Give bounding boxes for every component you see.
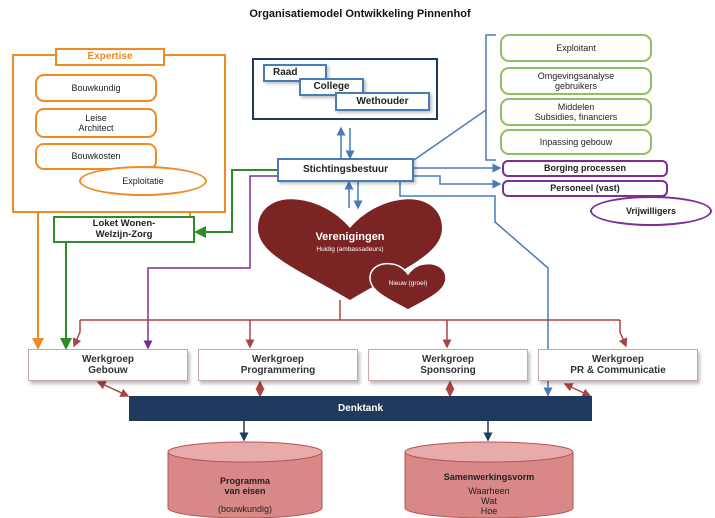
werkgroep-pr-line1: Werkgroep xyxy=(591,353,645,365)
page-title: Organisatiemodel Ontwikkeling Pinnenhof xyxy=(249,8,471,20)
college-box: College xyxy=(299,78,364,96)
werkgroep-pr-line2: PR & Communicatie xyxy=(570,365,666,376)
expertise-item-architect: Leise Architect xyxy=(35,108,157,138)
werkgroep-gebouw: Werkgroep Gebouw xyxy=(28,349,188,381)
stichtingsbestuur-box: Stichtingsbestuur xyxy=(277,158,414,182)
cylinder-samenwerkingsvorm xyxy=(404,441,574,518)
verenigingen-heart xyxy=(258,199,442,300)
cylinder-samenwerkingsvorm-text: Samenwerkingsvorm Waarheen Wat Hoe xyxy=(405,472,573,516)
raad-box: Raad xyxy=(263,64,327,82)
exploitant-box: Exploitant xyxy=(500,34,652,62)
verenigingen-new-label: Nieuw (groei) xyxy=(388,280,428,287)
programma-line3: (bouwkundig) xyxy=(217,504,273,514)
wethouder-box: Wethouder xyxy=(335,92,430,111)
denktank-bar: Denktank xyxy=(129,396,592,421)
werkgroep-gebouw-line1: Werkgroep xyxy=(81,353,135,365)
werkgroep-sponsoring: Werkgroep Sponsoring xyxy=(368,349,528,381)
programma-line1: Programma xyxy=(219,476,271,486)
loket-wonen-welzijn-zorg: Loket Wonen- Welzijn-Zorg xyxy=(53,216,195,243)
vrijwilligers-box: Vrijwilligers xyxy=(590,196,712,226)
werkgroep-programmering-line2: Programmering xyxy=(240,365,316,376)
cylinder-programma xyxy=(167,441,323,518)
samenwerkingsvorm-line3: Wat xyxy=(481,496,497,506)
verenigingen-title: Verenigingen xyxy=(315,231,385,243)
cylinder-programma-text: Programma van eisen (bouwkundig) xyxy=(168,476,322,514)
inpassing-gebouw-box: Inpassing gebouw xyxy=(500,129,652,155)
werkgroep-programmering-line1: Werkgroep xyxy=(251,353,305,365)
middelen-box: Middelen Subsidies, financiers xyxy=(500,98,652,126)
personeel-box: Personeel (vast) xyxy=(502,180,668,197)
werkgroep-sponsoring-line1: Werkgroep xyxy=(421,353,475,365)
samenwerkingsvorm-line4: Hoe xyxy=(480,506,498,516)
expertise-header: Expertise xyxy=(55,48,165,66)
borging-processen-box: Borging processen xyxy=(502,160,668,177)
omgevingsanalyse-box: Omgevingsanalyse gebruikers xyxy=(500,67,652,95)
verenigingen-new-heart xyxy=(369,262,447,311)
samenwerkingsvorm-line1: Samenwerkingsvorm xyxy=(443,472,535,482)
programma-line2: van eisen xyxy=(224,486,266,496)
werkgroep-programmering: Werkgroep Programmering xyxy=(198,349,358,381)
expertise-item-exploitatie: Exploitatie xyxy=(79,166,207,196)
verenigingen-subtitle: Huidig (ambassadeurs) xyxy=(316,246,384,253)
werkgroep-sponsoring-line2: Sponsoring xyxy=(420,365,476,376)
werkgroep-gebouw-line2: Gebouw xyxy=(88,365,128,376)
expertise-item-bouwkundig: Bouwkundig xyxy=(35,74,157,102)
samenwerkingsvorm-line2: Waarheen xyxy=(468,486,510,496)
werkgroep-pr-communicatie: Werkgroep PR & Communicatie xyxy=(538,349,698,381)
